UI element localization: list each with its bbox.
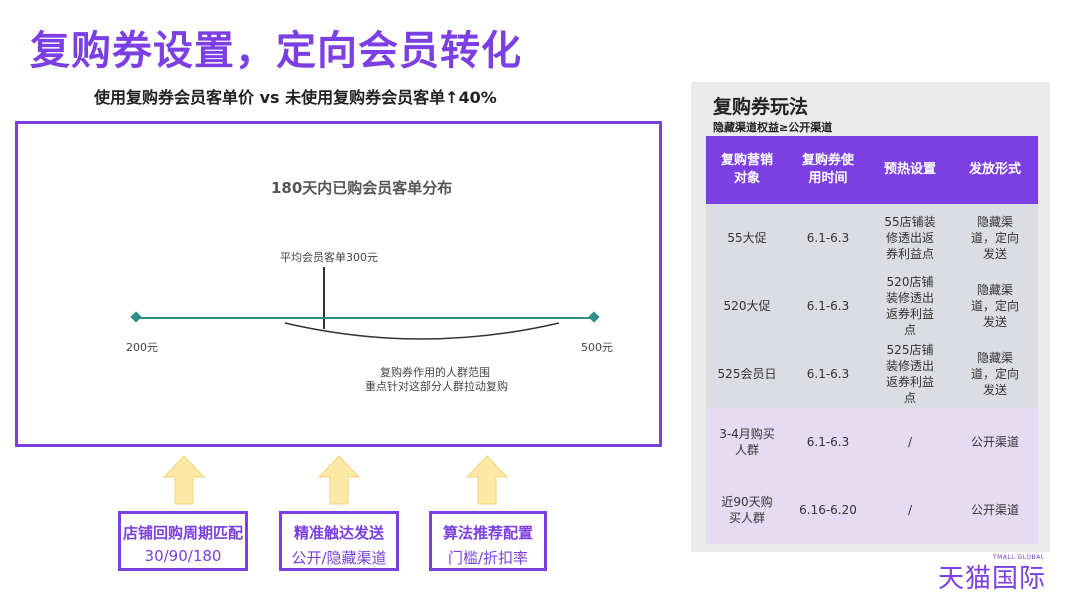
lever-box-delivery: 精准触达发送 公开/隐藏渠道 <box>279 511 399 571</box>
lever-detail: 公开/隐藏渠道 <box>291 549 387 567</box>
cell-time: 6.1-6.3 <box>788 272 868 340</box>
brand-logo-subtext: TMALL GLOBAL <box>993 554 1045 561</box>
range-note-line1: 复购券作用的人群范围 <box>380 366 490 379</box>
axis-max-label: 500元 <box>581 341 613 354</box>
distribution-axis <box>135 317 595 319</box>
cell-target: 3-4月购买人群 <box>706 408 788 476</box>
target-range-arc <box>284 322 560 340</box>
lever-detail: 门槛/折扣率 <box>447 549 529 567</box>
page-title: 复购券设置，定向会员转化 <box>30 28 522 74</box>
lever-title: 精准触达发送 <box>293 524 384 542</box>
cell-channel: 隐藏渠道，定向发送 <box>952 340 1038 408</box>
column-header: 复购营销对象 <box>706 136 788 204</box>
lever-box-cycle: 店铺回购周期匹配 30/90/180 <box>118 511 248 571</box>
column-header: 预热设置 <box>868 136 952 204</box>
cell-time: 6.1-6.3 <box>788 204 868 272</box>
page-subtitle: 使用复购券会员客单价 vs 未使用复购券会员客单↑40% <box>94 88 497 107</box>
table-header-row: 复购营销对象 复购券使用时间 预热设置 发放形式 <box>706 136 1038 204</box>
distribution-title: 180天内已购会员客单分布 <box>271 179 453 197</box>
cell-preheat: 525店铺装修透出返券利益点 <box>868 340 952 408</box>
table-row: 520大促 6.1-6.3 520店铺装修透出返券利益点 隐藏渠道，定向发送 <box>706 272 1038 340</box>
distribution-panel: 180天内已购会员客单分布 平均会员客单300元 200元 500元 复购券作用… <box>15 121 662 447</box>
lever-box-algorithm: 算法推荐配置 门槛/折扣率 <box>429 511 547 571</box>
cell-preheat: / <box>868 476 952 544</box>
cell-time: 6.1-6.3 <box>788 340 868 408</box>
playbook-title: 复购券玩法 <box>713 96 809 118</box>
cell-target: 525会员日 <box>706 340 788 408</box>
playbook-subtitle: 隐藏渠道权益≥公开渠道 <box>713 121 833 134</box>
lever-detail: 30/90/180 <box>144 547 222 565</box>
table-row: 近90天购买人群 6.16-6.20 / 公开渠道 <box>706 476 1038 544</box>
column-header: 发放形式 <box>952 136 1038 204</box>
table-row: 55大促 6.1-6.3 55店铺装修透出返券利益点 隐藏渠道，定向发送 <box>706 204 1038 272</box>
cell-time: 6.16-6.20 <box>788 476 868 544</box>
table-row: 525会员日 6.1-6.3 525店铺装修透出返券利益点 隐藏渠道，定向发送 <box>706 340 1038 408</box>
brand-logo: 天猫国际 <box>938 564 1047 594</box>
cell-channel: 隐藏渠道，定向发送 <box>952 272 1038 340</box>
playbook-table: 复购营销对象 复购券使用时间 预热设置 发放形式 55大促 6.1-6.3 55… <box>706 136 1038 544</box>
cell-preheat: 55店铺装修透出返券利益点 <box>868 204 952 272</box>
lever-title: 算法推荐配置 <box>442 524 533 542</box>
cell-time: 6.1-6.3 <box>788 408 868 476</box>
axis-start-dot <box>130 311 142 323</box>
up-arrow-icon <box>318 455 360 505</box>
column-header: 复购券使用时间 <box>788 136 868 204</box>
cell-target: 近90天购买人群 <box>706 476 788 544</box>
up-arrow-icon <box>466 455 508 505</box>
cell-preheat: / <box>868 408 952 476</box>
average-label: 平均会员客单300元 <box>280 251 378 264</box>
up-arrow-icon <box>163 455 205 505</box>
cell-channel: 隐藏渠道，定向发送 <box>952 204 1038 272</box>
cell-channel: 公开渠道 <box>952 408 1038 476</box>
cell-target: 520大促 <box>706 272 788 340</box>
lever-title: 店铺回购周期匹配 <box>122 524 243 542</box>
table-row: 3-4月购买人群 6.1-6.3 / 公开渠道 <box>706 408 1038 476</box>
average-marker <box>323 267 325 329</box>
axis-min-label: 200元 <box>126 341 158 354</box>
cell-target: 55大促 <box>706 204 788 272</box>
cell-preheat: 520店铺装修透出返券利益点 <box>868 272 952 340</box>
axis-end-dot <box>588 311 600 323</box>
range-note-line2: 重点针对这部分人群拉动复购 <box>365 380 508 393</box>
cell-channel: 公开渠道 <box>952 476 1038 544</box>
